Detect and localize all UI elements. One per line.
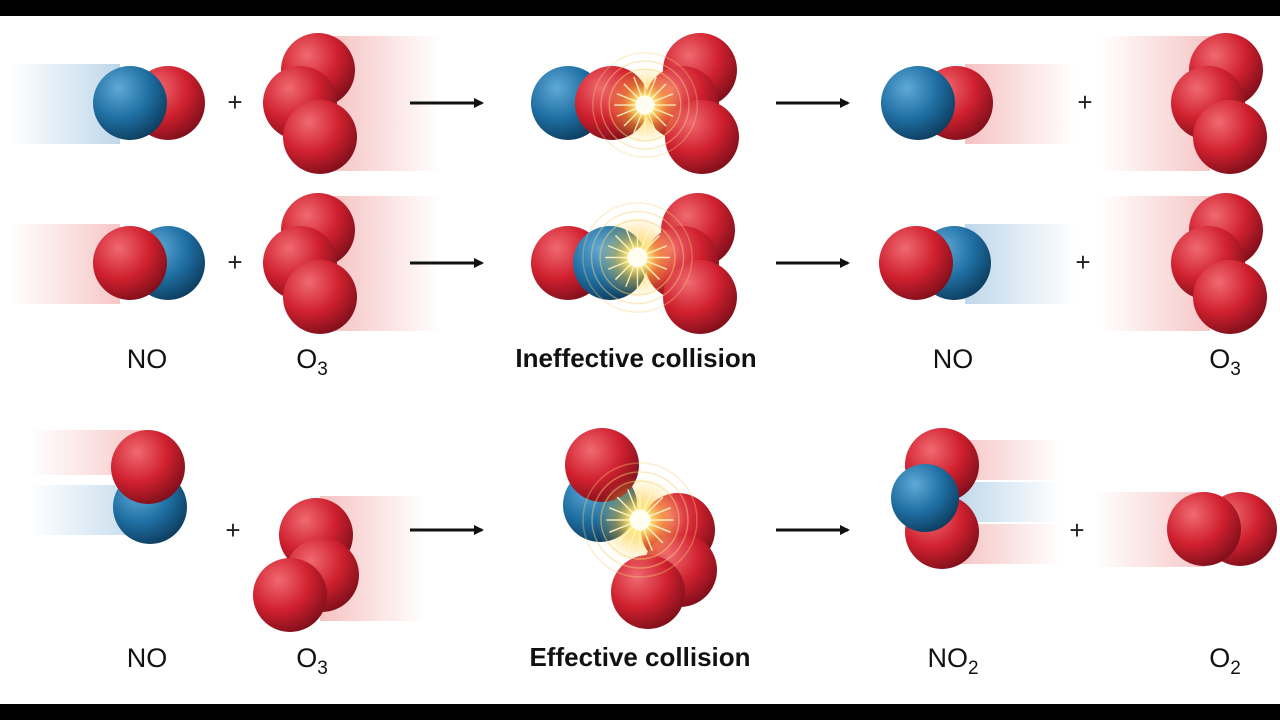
row-3-effective-collision: + +	[30, 428, 1277, 679]
oxygen-atom	[283, 260, 357, 334]
nitrogen-atom	[93, 66, 167, 140]
ozone-molecule	[253, 496, 425, 632]
oxygen-atom	[663, 260, 737, 334]
label-no2: NO2	[927, 643, 978, 679]
no-molecule-product	[881, 64, 1075, 144]
nitrogen-atom	[891, 464, 959, 532]
collision-event	[531, 193, 737, 334]
oxygen-atom	[93, 226, 167, 300]
plus-sign: +	[1069, 515, 1084, 545]
label-o3: O3	[296, 643, 328, 679]
oxygen-atom	[283, 100, 357, 174]
label-no: NO	[127, 344, 168, 374]
no-molecule	[10, 64, 205, 144]
collision-flash-icon	[592, 52, 698, 158]
oxygen-atom	[611, 555, 685, 629]
oxygen-atom	[111, 430, 185, 504]
no-molecule	[10, 224, 205, 304]
oxygen-atom	[1193, 100, 1267, 174]
no2-molecule-product	[891, 428, 1060, 569]
ozone-molecule	[263, 193, 440, 334]
no-molecule-product	[879, 224, 1075, 304]
oxygen-atom	[665, 100, 739, 174]
collision-event	[531, 33, 739, 174]
oxygen-atom	[1193, 260, 1267, 334]
oxygen-atom	[253, 558, 327, 632]
oxygen-atom	[879, 226, 953, 300]
label-no: NO	[127, 643, 168, 673]
plus-sign: +	[227, 87, 242, 117]
ozone-molecule-product	[1100, 33, 1267, 174]
label-o3: O3	[296, 344, 328, 380]
plus-sign: +	[227, 247, 242, 277]
label-o3: O3	[1209, 344, 1241, 380]
row-2-ineffective-collision-orientation-b: + + NO O3	[10, 193, 1267, 380]
plus-sign: +	[225, 515, 240, 545]
plus-sign: +	[1077, 87, 1092, 117]
caption-ineffective-collision: Ineffective collision	[515, 343, 756, 373]
row-1-ineffective-collision-orientation-a: + +	[10, 33, 1267, 174]
ozone-molecule-product	[1100, 193, 1267, 334]
caption-effective-collision: Effective collision	[529, 642, 750, 672]
label-no: NO	[933, 344, 974, 374]
nitrogen-atom	[881, 66, 955, 140]
label-o2: O2	[1209, 643, 1241, 679]
no-molecule	[30, 430, 187, 544]
collision-flash-icon	[582, 462, 698, 578]
collision-flash-icon	[582, 202, 693, 313]
collision-event	[563, 428, 717, 629]
plus-sign: +	[1075, 247, 1090, 277]
o2-molecule-product	[1095, 492, 1277, 567]
oxygen-atom	[1167, 492, 1241, 566]
